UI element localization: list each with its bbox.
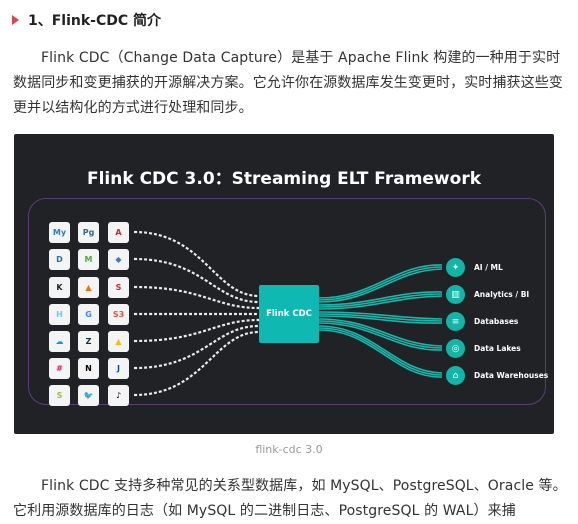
output-flow-line <box>318 311 443 320</box>
shopify-logo-icon: S <box>49 385 70 406</box>
output-label: Databases <box>474 317 519 326</box>
database-icon: ≡ <box>446 312 465 331</box>
brain-icon: ✦ <box>446 258 465 277</box>
output-flow-line <box>318 327 443 376</box>
flow-lines <box>133 230 443 397</box>
postgresql-logo-icon: Pg <box>78 222 99 243</box>
output-flow-line <box>318 325 443 374</box>
architecture-figure: Flink CDC 3.0：Streaming ELT Framework My… <box>14 134 554 434</box>
hadoop-logo-icon: H <box>49 304 70 325</box>
figure-title: Flink CDC 3.0：Streaming ELT Framework <box>86 169 482 189</box>
sqlserver-logo-icon: S <box>108 277 129 298</box>
output-flow-line <box>318 320 443 349</box>
database-logo-icon: ◆ <box>108 249 129 270</box>
output-flow-line <box>318 322 443 351</box>
output-label: Analytics / BI <box>474 290 530 299</box>
bar-chart-icon: ▥ <box>446 285 465 304</box>
output-flow-line <box>318 318 443 347</box>
output-label: Data Lakes <box>474 344 521 353</box>
figure-frame <box>28 198 546 405</box>
output-label: Data Warehouses <box>474 371 549 380</box>
output-flow-line <box>318 264 443 299</box>
kafka-logo-icon: K <box>49 277 70 298</box>
mysql-logo-icon: My <box>49 222 70 243</box>
intro-paragraph: Flink CDC（Change Data Capture）是基于 Apache… <box>13 50 563 116</box>
source-flow-line <box>133 230 260 298</box>
twitter-logo-icon: 🐦 <box>78 385 99 406</box>
output-flow-line <box>318 266 443 301</box>
jira-logo-icon: J <box>108 358 129 379</box>
section-heading: 1、Flink-CDC 简介 <box>12 9 161 31</box>
salesforce-logo-icon: ☁ <box>49 331 70 352</box>
output-flow-line <box>318 313 443 322</box>
output-flow-line <box>318 293 443 308</box>
db2-logo-icon: D <box>49 249 70 270</box>
section-heading-text: 1、Flink-CDC 简介 <box>28 13 162 29</box>
maxcompute-logo-icon: ▲ <box>78 277 99 298</box>
warehouse-icon: ⌂ <box>446 366 465 385</box>
second-paragraph: Flink CDC 支持多种常见的关系型数据库，如 MySQL、PostgreS… <box>13 478 567 519</box>
source-flow-line <box>133 285 260 310</box>
notion-logo-icon: N <box>78 358 99 379</box>
apache-logo-icon: A <box>108 222 129 243</box>
tiktok-logo-icon: ♪ <box>108 385 129 406</box>
flink-cdc-box: Flink CDC <box>259 285 319 343</box>
source-flow-line <box>133 324 260 370</box>
output-flow-line <box>318 291 443 306</box>
output-flow-line <box>318 329 443 378</box>
source-flow-line <box>133 318 260 343</box>
slack-logo-icon: # <box>49 358 70 379</box>
mongodb-logo-icon: M <box>78 249 99 270</box>
output-flow-line <box>318 295 443 310</box>
figure-caption: flink-cdc 3.0 <box>255 443 323 456</box>
data-lake-icon: ◎ <box>446 339 465 358</box>
s3-logo-icon: S3 <box>108 304 129 325</box>
zendesk-logo-icon: Z <box>78 331 99 352</box>
bullet-triangle-icon <box>12 15 19 25</box>
google-ads-logo-icon: ▲ <box>108 331 129 352</box>
output-label: AI / ML <box>474 263 503 272</box>
source-flow-line <box>133 257 260 304</box>
source-flow-line <box>133 330 260 397</box>
output-flow-line <box>318 268 443 303</box>
output-flow-line <box>318 315 443 324</box>
google-logo-icon: G <box>78 304 99 325</box>
